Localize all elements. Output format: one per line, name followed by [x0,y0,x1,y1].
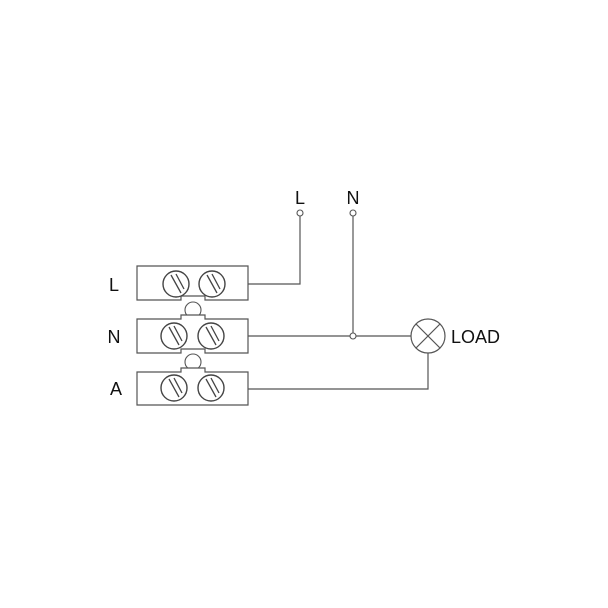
terminal-row-a [136,367,249,406]
screw-icon [160,322,188,350]
load-label: LOAD [451,327,500,347]
supply-neutral-terminal [349,209,357,217]
terminal-row-label-n: N [108,327,121,347]
terminal-row-n [136,314,249,354]
supply-neutral-label: N [347,188,360,208]
terminal-row-label-a: A [110,379,122,399]
line-supply-wire [248,216,301,285]
supply-line-terminal [296,209,304,217]
load-lamp-icon [410,318,446,354]
screw-icon [198,270,226,298]
supply-line-label: L [295,188,305,208]
screw-icon [197,322,225,350]
terminal-row-label-l: L [109,275,119,295]
neutral-junction [349,332,357,340]
terminal-row-l [136,265,249,301]
screw-icon [197,374,225,402]
switched-load-wire [248,353,429,390]
terminal-block [136,265,249,406]
screw-icon [162,270,190,298]
screw-icon [160,374,188,402]
